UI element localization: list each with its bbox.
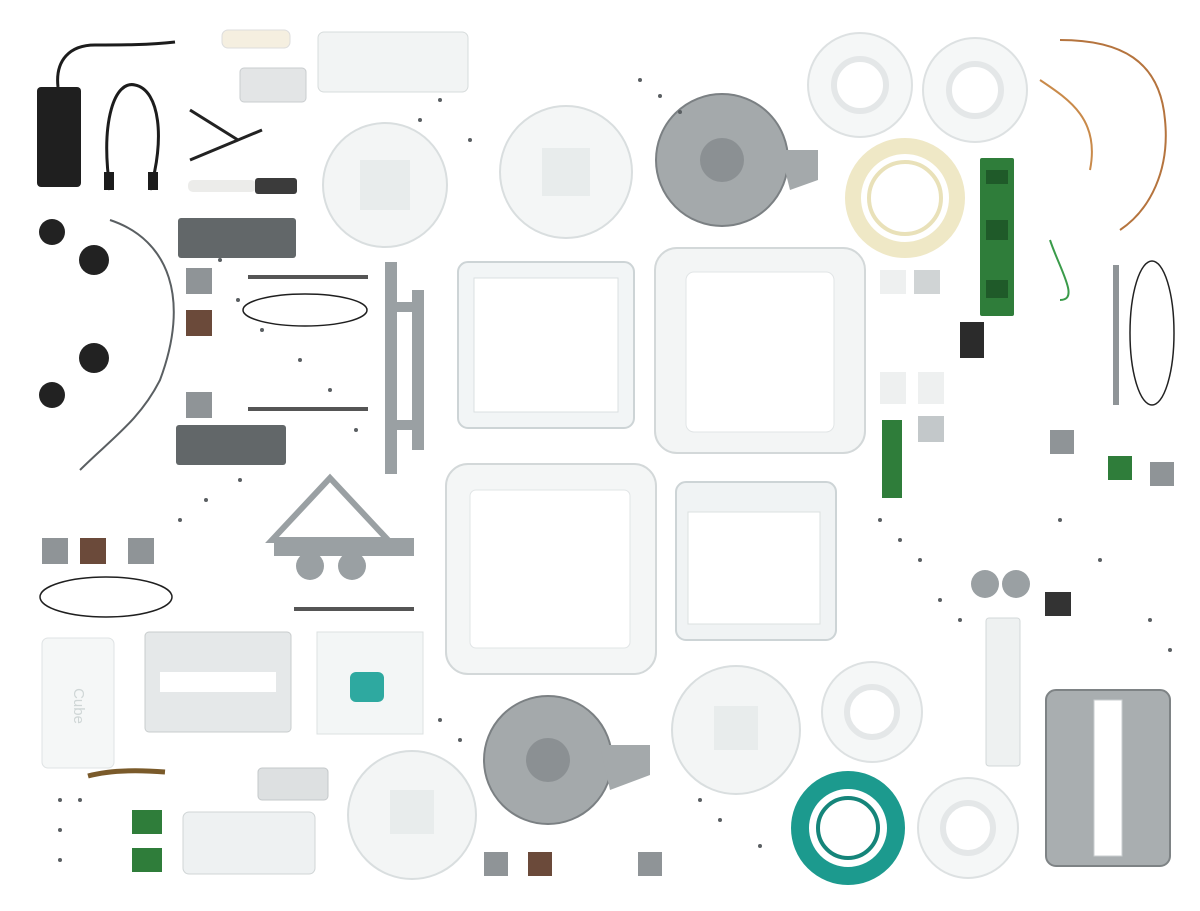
- green-wire-loop: [1049, 239, 1070, 301]
- glue-stick: [221, 29, 291, 49]
- carriage-plate-bottom: [176, 425, 286, 465]
- scraper-tool: [188, 178, 297, 194]
- fan-blowers-left: [39, 219, 109, 408]
- cube-logo-panel: Cube: [41, 637, 115, 769]
- wire-harness-right: [1059, 39, 1167, 231]
- print-bed-plate: [316, 631, 424, 735]
- cube-logo-text: Cube: [70, 688, 87, 724]
- guide-rod-2: [248, 407, 368, 411]
- bottom-cover: [182, 811, 316, 875]
- spool-ring-top-2: [922, 37, 1028, 143]
- aluminium-heat-sink: [144, 631, 292, 733]
- timing-belt-top: [242, 293, 368, 327]
- heat-sink-small: [239, 67, 307, 103]
- side-frame-window-bottom-right: [675, 481, 837, 641]
- printhead-housing-white-top-left: [322, 122, 448, 248]
- printhead-housing-metal-bottom: [483, 695, 650, 825]
- spool-ring-top-1: [807, 32, 913, 138]
- power-cord: [104, 83, 160, 191]
- top-cover: [317, 31, 469, 93]
- guide-rod-3: [294, 607, 414, 611]
- printhead-housing-white-top-center: [499, 105, 633, 239]
- carriage-plate-top: [178, 218, 296, 258]
- threaded-rod: [1113, 265, 1119, 405]
- heat-sink-bottom: [257, 767, 329, 801]
- drive-belt-oval: [1129, 260, 1175, 406]
- power-adapter: [37, 40, 176, 187]
- small-pcbs-bottom-left: [132, 810, 162, 872]
- vertical-metal-frame: [385, 262, 424, 474]
- triangular-gantry-arm: [265, 473, 414, 580]
- printhead-housing-white-bottom-left: [347, 750, 477, 880]
- wire-bundle-small: [1039, 79, 1093, 171]
- small-circuit-board: [882, 420, 902, 498]
- scattered-screws: [58, 78, 1172, 862]
- spool-ring-bottom-2: [917, 777, 1019, 879]
- teal-filament-coil: [791, 771, 905, 885]
- side-frame-window-top-right: [654, 247, 866, 454]
- aluminium-extrusion-cage: [1045, 689, 1171, 867]
- white-square-parts: [880, 270, 984, 442]
- pliers: [189, 108, 263, 162]
- long-grey-cable: [79, 219, 175, 471]
- cream-filament-coil: [845, 138, 965, 258]
- side-frame-window-top-left: [457, 261, 635, 429]
- timing-belt-bottom: [39, 576, 173, 618]
- printhead-housing-white-bottom-center: [671, 665, 801, 795]
- side-frame-window-bottom-left: [445, 463, 657, 675]
- printhead-housing-metal-top: [655, 93, 818, 227]
- stepper-motors-bottom: [484, 852, 662, 876]
- guide-rod-1: [248, 275, 368, 279]
- small-fittings-right: [971, 430, 1174, 616]
- vertical-rail-cover: [985, 617, 1021, 767]
- main-circuit-board: [980, 158, 1014, 316]
- led-strip: [87, 768, 166, 779]
- stepper-motors-left: [42, 268, 212, 564]
- spool-ring-bottom-1: [821, 661, 923, 763]
